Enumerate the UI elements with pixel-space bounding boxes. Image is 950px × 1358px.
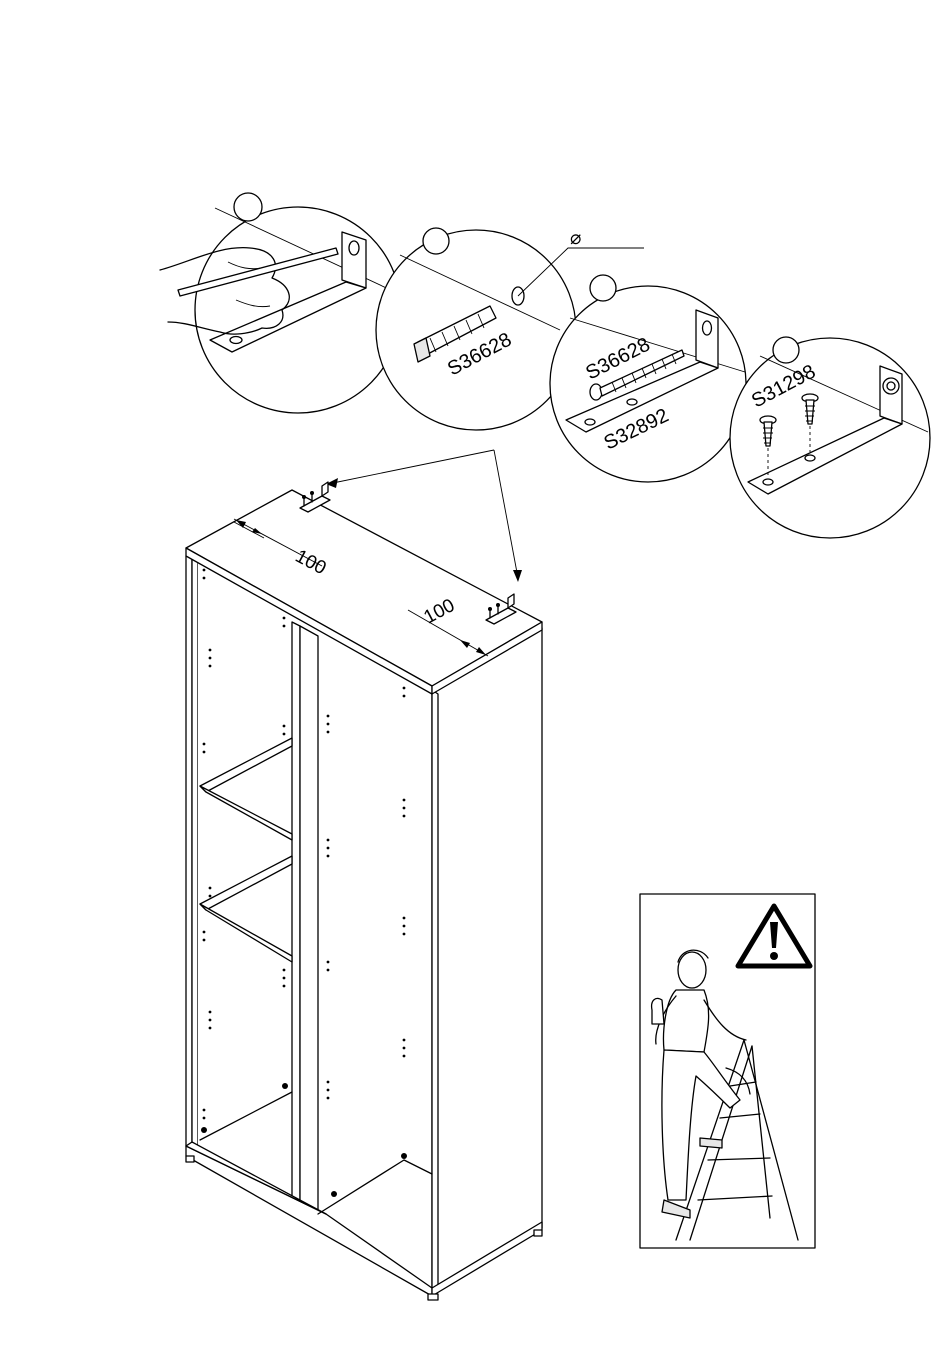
detail-circle-bracket-to-wall: S36628 S32892	[550, 275, 746, 482]
cabinet-drawing: 100 100	[186, 450, 542, 1300]
step-marker-3	[590, 275, 616, 301]
detail-circle-mark-wall	[160, 193, 401, 413]
step-marker-1	[234, 193, 262, 221]
warning-box	[640, 894, 815, 1248]
drill-diameter-symbol: ⌀	[570, 228, 581, 249]
detail-circle-bracket-to-cabinet: S31298	[730, 337, 930, 538]
step-marker-4	[773, 337, 799, 363]
step-marker-2	[423, 228, 449, 254]
